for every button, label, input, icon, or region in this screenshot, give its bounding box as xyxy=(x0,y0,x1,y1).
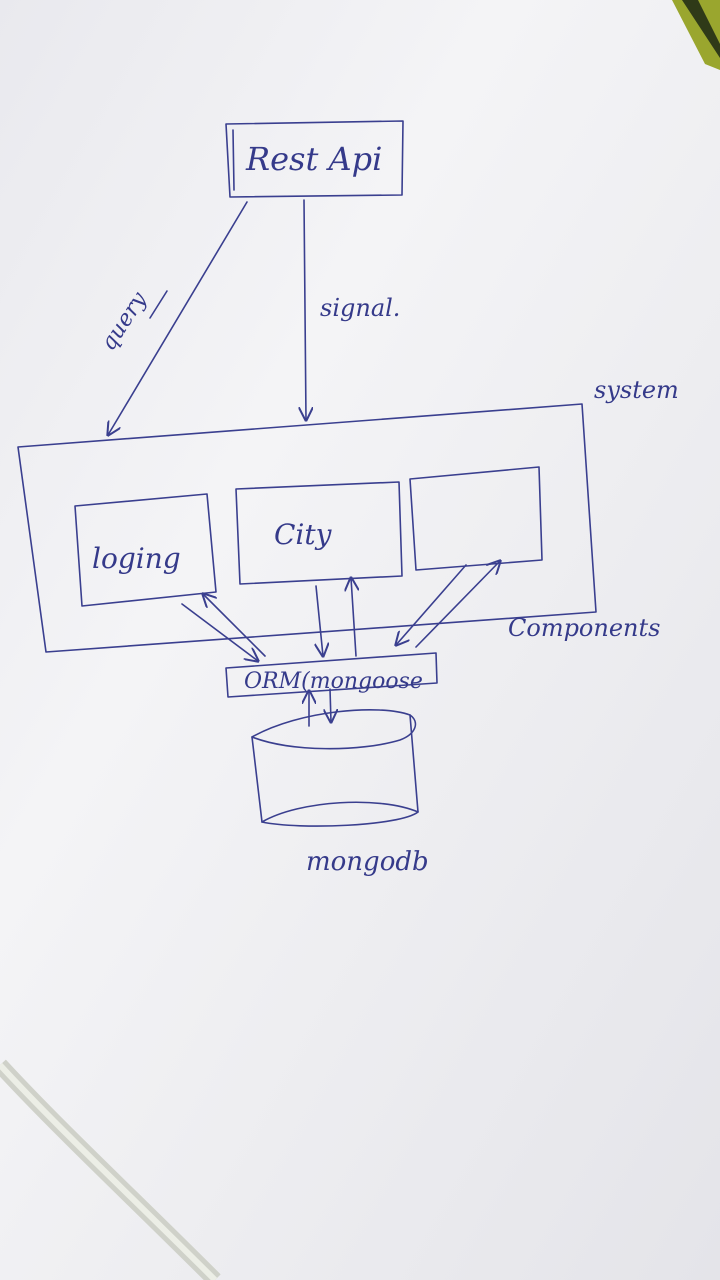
system-group: system xyxy=(17,376,679,653)
orm-to-database-arrow xyxy=(330,688,331,722)
database-top-ellipse xyxy=(251,708,417,750)
system-label: system xyxy=(594,376,679,404)
system-boundary xyxy=(17,403,597,653)
orm-to-city-arrow xyxy=(351,578,356,657)
signal-edge: signal. xyxy=(304,199,400,420)
logging-to-orm-arrow xyxy=(181,603,258,661)
logging-node: loging xyxy=(74,493,217,607)
database-label: mongodb xyxy=(306,847,429,877)
database-node: mongodb xyxy=(251,708,429,877)
third-component-node xyxy=(409,466,543,571)
pen-object xyxy=(672,0,720,70)
third-component-box xyxy=(409,466,543,571)
third-component-to-orm-arrow xyxy=(396,564,467,645)
logging-label: loging xyxy=(92,542,181,575)
rest-api-box xyxy=(225,120,404,198)
query-arrow xyxy=(108,201,248,435)
city-label: City xyxy=(274,518,333,551)
components-label: Components xyxy=(508,614,660,642)
city-to-orm-arrow xyxy=(316,585,323,656)
rest-api-box-inner-stroke xyxy=(232,129,235,191)
signal-label: signal. xyxy=(320,294,400,322)
orm-node: ORM(mongoose xyxy=(225,652,438,698)
orm-label: ORM(mongoose xyxy=(244,669,423,694)
orm-database-arrows xyxy=(309,688,331,727)
database-left-side xyxy=(251,736,263,823)
orm-box xyxy=(225,652,438,698)
database-bottom-ellipse xyxy=(261,801,419,827)
rest-api-node: Rest Api xyxy=(225,120,404,198)
orm-to-third-component-arrow xyxy=(415,561,500,648)
orm-to-logging-arrow xyxy=(203,594,266,657)
city-node: City xyxy=(235,481,403,585)
signal-arrow xyxy=(304,199,306,420)
query-underline xyxy=(149,290,168,319)
city-box xyxy=(235,481,403,585)
database-right-side xyxy=(409,714,419,813)
component-orm-arrows xyxy=(181,561,500,661)
rest-api-label: Rest Api xyxy=(245,140,382,178)
cable-highlight xyxy=(0,1062,218,1280)
